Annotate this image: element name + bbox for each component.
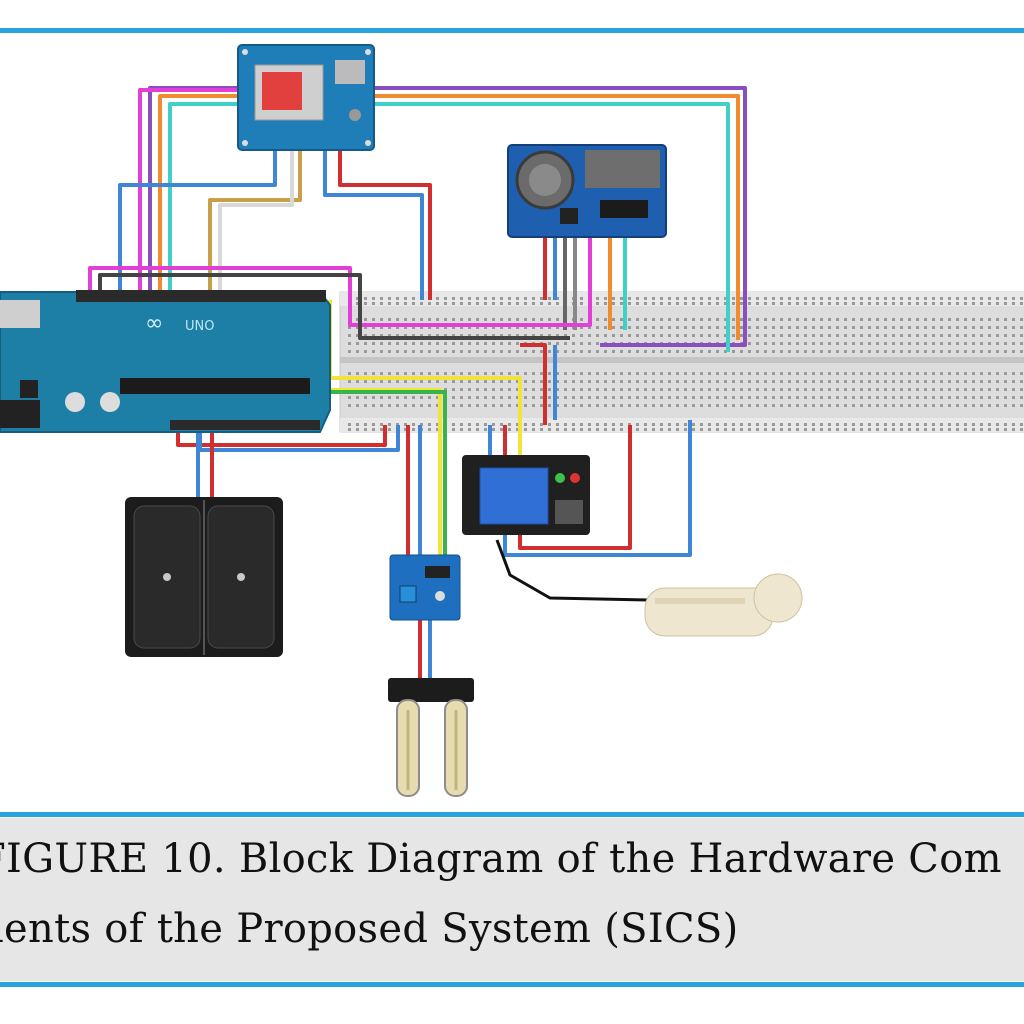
bottom-border [0, 982, 1024, 987]
uno-label: UNO [185, 319, 214, 334]
caption-panel [0, 818, 1024, 981]
arduino-uno-board: ∞ UNO [0, 290, 331, 433]
moisture-sensor-module [389, 554, 461, 621]
battery-holder [125, 497, 283, 657]
soil-moisture-probe [388, 678, 474, 797]
water-pump [644, 573, 803, 637]
figure-caption-line-1: FIGURE 10. Block Diagram of the Hardware… [0, 836, 1002, 882]
relay-module [462, 455, 590, 535]
top-border [0, 28, 1024, 33]
figure-caption-line-2: nents of the Proposed System (SICS) [0, 906, 739, 952]
usb-port-icon [0, 300, 40, 328]
wires [88, 86, 747, 680]
breadboard [339, 291, 1024, 433]
arduino-logo-icon: ∞ [145, 311, 163, 336]
gsm-module [237, 44, 375, 151]
rtc-module [507, 144, 667, 238]
power-jack-icon [0, 400, 40, 428]
hardware-diagram: ∞ UNO [0, 44, 1024, 797]
caption-top-border [0, 812, 1024, 817]
